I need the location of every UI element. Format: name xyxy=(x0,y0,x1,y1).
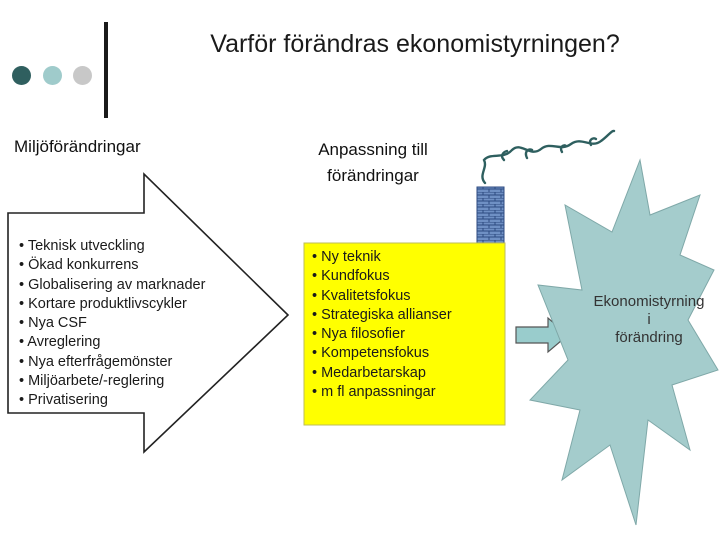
adaptation-box xyxy=(303,242,506,426)
decor-dot-gray xyxy=(73,66,92,85)
list-item: • Kompetensfokus xyxy=(312,345,430,362)
list-item: • Ökad konkurrens xyxy=(19,257,139,274)
list-item: • Strategiska allianser xyxy=(312,306,452,323)
burst-label-line1: Ekonomistyrning xyxy=(593,293,705,310)
list-item: • Miljöarbete/-reglering xyxy=(19,373,165,390)
list-item: • Kvalitetsfokus xyxy=(312,287,411,304)
adaptation-heading-line2: förändringar xyxy=(327,166,419,185)
burst-label-line2: i xyxy=(647,311,651,328)
adaptation-heading-line1: Anpassning till xyxy=(318,140,428,159)
list-item: • Avreglering xyxy=(19,334,101,351)
page-title: Varför förändras ekonomistyrningen? xyxy=(210,30,620,58)
list-item: • Nya CSF xyxy=(19,315,87,332)
list-item: • Globalisering av marknader xyxy=(19,276,206,293)
environment-arrow-shape xyxy=(7,172,290,454)
list-item: • Teknisk utveckling xyxy=(19,238,145,254)
environment-list: • Teknisk utveckling • Ökad konkurrens •… xyxy=(19,237,205,411)
list-item: • Ny teknik xyxy=(312,249,381,265)
adaptation-list: • Ny teknik • Kundfokus • Kvalitetsfokus… xyxy=(312,248,452,402)
environment-heading: Miljöförändringar xyxy=(14,137,141,156)
smoke-icon xyxy=(481,129,616,185)
burst-shape xyxy=(529,158,719,526)
list-item: • Kundfokus xyxy=(312,268,390,285)
list-item: • Nya filosofier xyxy=(312,326,405,343)
title-divider xyxy=(104,22,108,118)
burst-label: Ekonomistyrning i förändring xyxy=(585,293,713,347)
decor-dot-dark xyxy=(12,66,31,85)
list-item: • m fl anpassningar xyxy=(312,384,436,401)
list-item: • Medarbetarskap xyxy=(312,364,426,381)
list-item: • Kortare produktlivscykler xyxy=(19,295,187,312)
brick-chimney-icon xyxy=(476,186,505,244)
list-item: • Nya efterfrågemönster xyxy=(19,353,173,370)
decor-dot-light xyxy=(43,66,62,85)
adaptation-heading: Anpassning till förändringar xyxy=(305,137,441,189)
burst-label-line3: förändring xyxy=(615,329,683,346)
list-item: • Privatisering xyxy=(19,392,108,409)
